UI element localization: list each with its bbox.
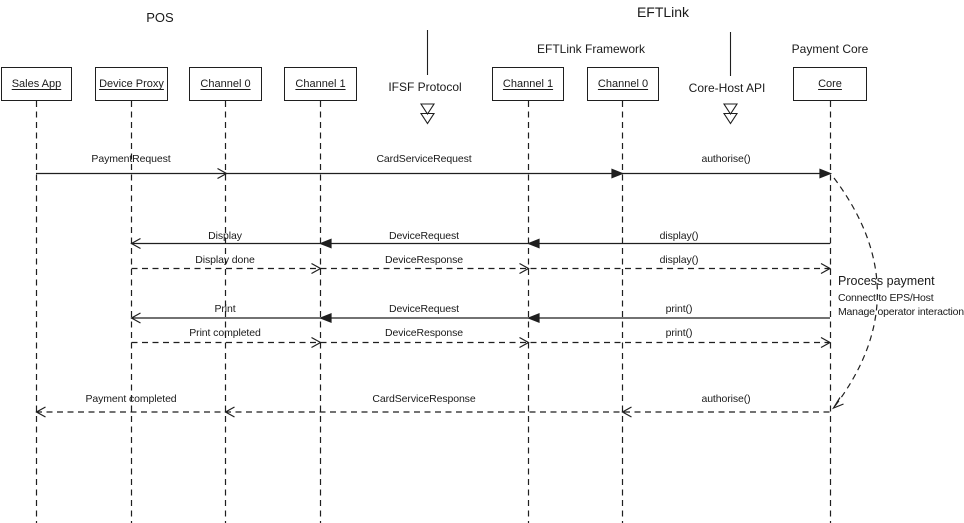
participant-label: Channel 1 <box>502 78 554 90</box>
participant-label: Core <box>818 78 842 90</box>
arrowhead-filled-right <box>611 168 625 179</box>
participant-label: Channel 1 <box>295 78 346 90</box>
core-host-pointer <box>722 32 739 125</box>
arrowhead-open-right <box>519 262 530 275</box>
message-arrows <box>35 167 833 418</box>
chevron-down-icon <box>722 112 739 125</box>
chevron-down-icon <box>419 112 436 125</box>
group-header-pos: POS <box>146 10 174 25</box>
message-label-authorise-response: authorise() <box>701 393 751 405</box>
arrowhead-open-right <box>820 262 832 275</box>
arrowhead-open-right <box>311 336 322 349</box>
message-label-payment-completed: Payment completed <box>85 393 177 405</box>
arrowhead-filled-left <box>526 238 540 249</box>
pointer-label-core-host-api: Core-Host API <box>688 81 766 95</box>
message-label-print-completed: Print completed <box>189 327 261 339</box>
group-header-payment-core: Payment Core <box>791 42 869 56</box>
participant-core: Core <box>793 67 867 101</box>
message-label-card-service-request: CardServiceRequest <box>376 153 472 165</box>
arrowhead-open-right <box>519 336 530 349</box>
message-label-device-request-2: DeviceRequest <box>389 303 459 315</box>
arrowhead-open-right <box>820 336 832 349</box>
arrowhead-filled-left <box>318 238 332 249</box>
group-header-eftlink-framework: EFTLink Framework <box>536 42 646 56</box>
message-label-display-call: display() <box>659 230 699 242</box>
participant-channel0-pos: Channel 0 <box>189 67 262 101</box>
message-label-print-call: print() <box>665 303 693 315</box>
participant-channel1-eftlink: Channel 1 <box>492 67 564 101</box>
arrowhead-filled-right <box>819 168 833 179</box>
message-label-authorise-request: authorise() <box>701 153 751 165</box>
message-label-device-response-2: DeviceResponse <box>385 327 463 339</box>
arrowhead-open-right <box>311 262 322 275</box>
arrowhead-open-left <box>130 237 141 250</box>
message-label-display-done: Display done <box>195 254 255 266</box>
arrowhead-open-left <box>224 406 235 418</box>
message-label-print: Print <box>214 303 236 315</box>
message-label-device-request-1: DeviceRequest <box>389 230 459 242</box>
arrowhead-filled-left <box>318 313 332 323</box>
message-label-card-service-response: CardServiceResponse <box>372 393 476 405</box>
participant-channel0-eftlink: Channel 0 <box>587 67 659 101</box>
chevron-down-icon <box>722 103 739 116</box>
participant-label: Channel 0 <box>597 78 649 90</box>
participant-sales-app: Sales App <box>1 67 72 101</box>
note-line-2: Manage operator interaction <box>838 306 964 318</box>
note-line-1: Connect to EPS/Host <box>838 292 934 304</box>
group-header-eftlink: EFTLink <box>636 4 690 20</box>
ifsf-pointer <box>419 30 436 125</box>
arrowhead-filled-left <box>526 313 540 323</box>
brace-curve <box>833 177 878 409</box>
pointer-label-ifsf-protocol: IFSF Protocol <box>388 80 462 94</box>
arrowhead-open-left <box>621 406 632 418</box>
participant-channel1-pos: Channel 1 <box>284 67 357 101</box>
arrowhead-open-right <box>217 167 228 180</box>
message-label-print-return: print() <box>665 327 693 339</box>
scope-brace <box>832 177 878 410</box>
lifelines <box>35 101 832 523</box>
note-title: Process payment <box>838 274 935 288</box>
message-label-display: Display <box>208 230 242 242</box>
message-label-device-response-1: DeviceResponse <box>385 254 463 266</box>
arrowhead-open-downleft <box>832 397 844 410</box>
message-label-display-return: display() <box>659 254 699 266</box>
message-label-payment-request: PaymentRequest <box>91 153 171 165</box>
participant-label: Device Proxy <box>99 78 164 90</box>
participant-label: Sales App <box>11 78 62 90</box>
arrowhead-open-left <box>130 312 141 324</box>
arrowhead-open-left <box>35 406 46 418</box>
chevron-down-icon <box>419 103 436 116</box>
participant-device-proxy: Device Proxy <box>95 67 168 101</box>
participant-label: Channel 0 <box>200 78 251 90</box>
